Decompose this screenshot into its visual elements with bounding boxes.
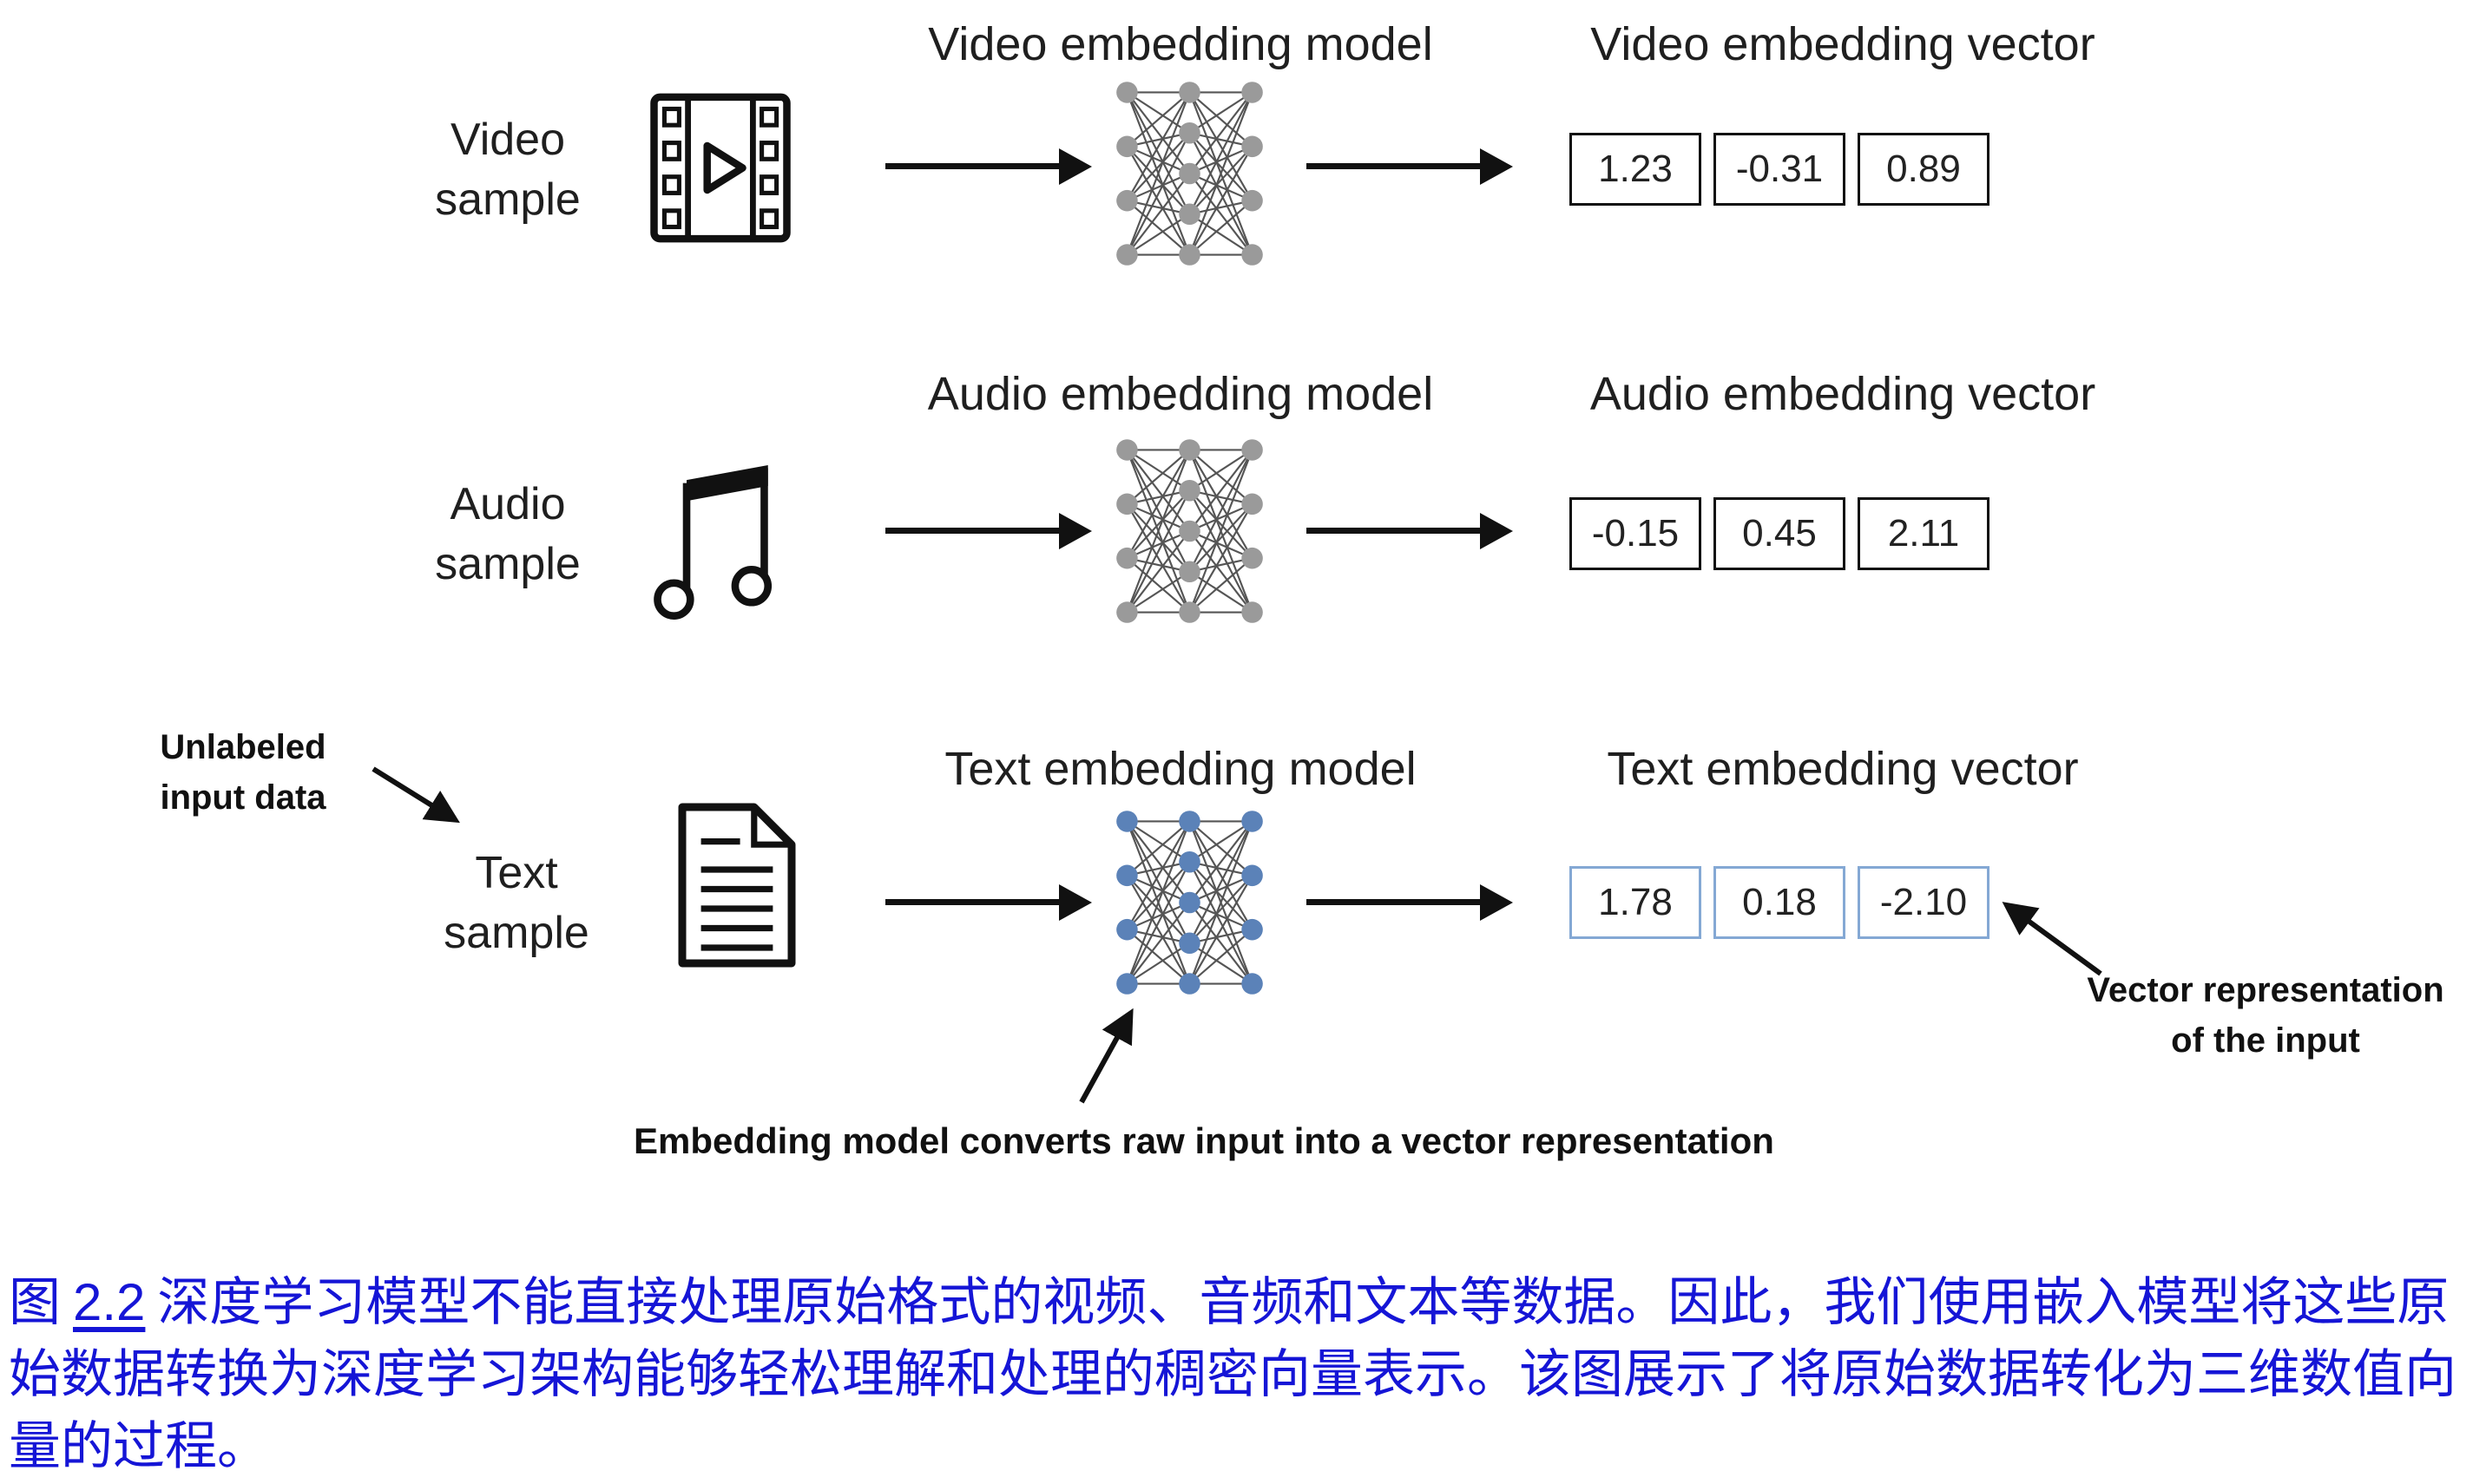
figure-number: 2.2 [73,1273,146,1331]
text-sample-label: Text sample [444,848,589,958]
vector-representation-note: Vector representation of the input [2087,971,2444,1060]
document-icon [678,803,796,968]
arrow-audio-to-model [885,528,1059,534]
audio-sample-label: Audio sample [435,479,581,589]
music-note-icon [654,464,773,620]
neural-network-icon-video [1116,82,1263,266]
audio-vector-title: Audio embedding vector [1589,368,2096,420]
audio-vector-boxes: -0.15 0.45 2.11 [1569,497,1989,570]
figure-label: 图 [9,1273,61,1331]
vector-cell: -0.31 [1713,133,1845,206]
neural-network-icon-audio [1116,439,1263,623]
video-vector-title: Video embedding vector [1590,18,2095,70]
text-model-title: Text embedding model [944,743,1417,795]
caption-text: 深度学习模型不能直接处理原始格式的视频、音频和文本等数据。因此，我们使用嵌入模型… [9,1273,2456,1475]
vector-cell: 1.78 [1569,866,1701,939]
arrow-audio-model-to-vector [1306,528,1480,534]
vector-cell: -0.15 [1569,497,1701,570]
vector-cell: 1.23 [1569,133,1701,206]
vector-cell: 2.11 [1858,497,1989,570]
video-model-title: Video embedding model [928,18,1433,70]
vector-cell: 0.18 [1713,866,1845,939]
video-vector-boxes: 1.23 -0.31 0.89 [1569,133,1989,206]
arrow-video-to-model [885,163,1059,169]
video-sample-label: Video sample [435,115,581,225]
arrow-text-model-to-vector [1306,899,1480,905]
vector-cell: 0.89 [1858,133,1989,206]
video-film-icon [650,93,791,243]
text-vector-title: Text embedding vector [1607,743,2079,795]
vector-cell: -2.10 [1858,866,1989,939]
unlabeled-input-note: Unlabeled input data [160,728,326,817]
arrow-note-to-network [1079,1008,1134,1104]
arrow-unlabeled-to-text-sample [372,766,460,824]
vector-cell: 0.45 [1713,497,1845,570]
arrow-vector-note-to-boxes [2002,902,2102,976]
arrow-video-model-to-vector [1306,163,1480,169]
embedding-model-note: Embedding model converts raw input into … [634,1120,1774,1161]
arrow-text-to-model [885,899,1059,905]
audio-model-title: Audio embedding model [927,368,1434,420]
neural-network-icon-text [1116,811,1263,995]
text-vector-boxes: 1.78 0.18 -2.10 [1569,866,1989,939]
